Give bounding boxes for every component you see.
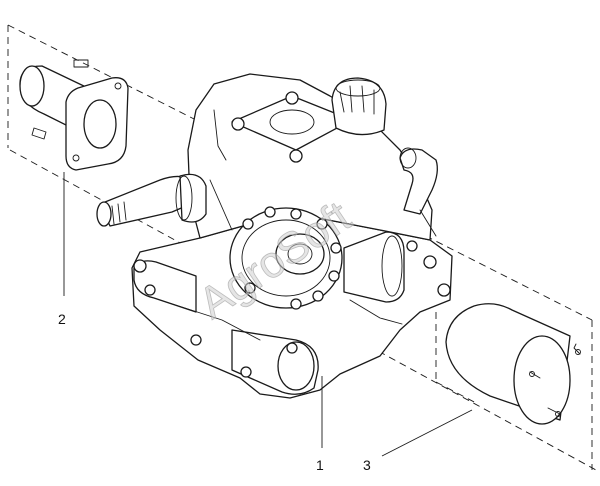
callout-leaders: [63, 172, 473, 457]
callout-3-label: 3: [363, 457, 371, 473]
part-3-conical-cap: [445, 303, 581, 425]
callout-labels: 1 2 3: [58, 311, 371, 473]
callout-1-label: 1: [316, 457, 324, 473]
part-1-pump-assembly: [96, 73, 453, 399]
part-2-flange-connector: [19, 59, 129, 171]
callout-2-label: 2: [58, 311, 66, 327]
